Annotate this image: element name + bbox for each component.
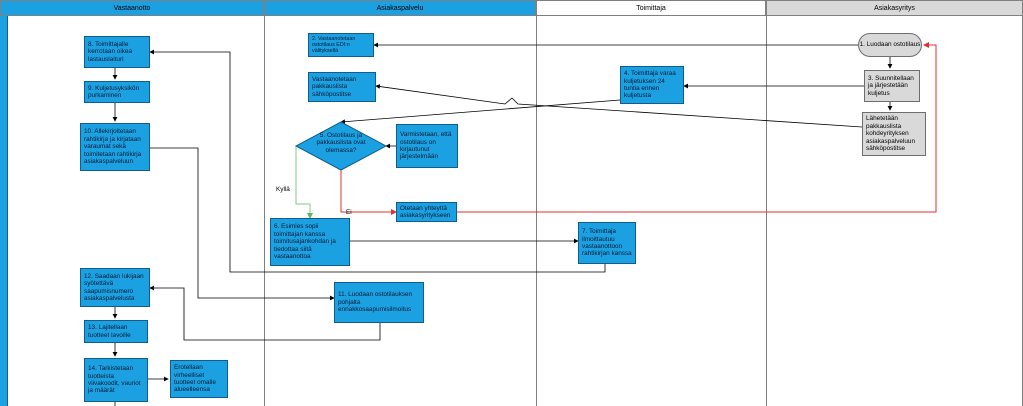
node-otetaan-yhteytta: Otetaan yhteyttä asiakasyritykseen — [396, 202, 457, 222]
edge-7-to-8 — [149, 49, 606, 273]
node-14-tarkistetaan: 14. Tarkistetaan tuotteista viivakoodit,… — [84, 358, 148, 402]
edge-3b-to-vastaanotetaan — [375, 84, 863, 128]
node-10-text: 10. Allekirjoitetaan rahtikirja ja kirja… — [84, 128, 142, 166]
edge-5-no-to-otetaan — [340, 170, 397, 215]
node-3b-lahetetaan: Lähetetään pakkauslista kohdeyrityksen a… — [862, 112, 926, 156]
edge-10-to-11 — [150, 147, 335, 301]
node-12-text: 12. Saadaan lukijaan syötettävä saapumis… — [84, 272, 144, 302]
node-erotellaan: Erotellaan virheelliset tuotteet omalle … — [170, 360, 228, 398]
node-1-luodaan-ostotilaus: 1. Luodaan ostotilaus — [858, 33, 922, 57]
edge-otetaan-to-1 — [457, 42, 937, 213]
node-otetaan-text: Otetaan yhteyttä asiakasyritykseen — [400, 204, 451, 219]
node-erotellaan-text: Erotellaan virheelliset tuotteet omalle … — [174, 364, 216, 394]
node-4-text: 4. Toimittaja varaa kuljetuksen 24 tunti… — [624, 70, 676, 100]
edge-4-to-5 — [340, 99, 621, 125]
left-accent-bar — [0, 16, 8, 406]
node-varmistetaan-text: Varmistetaan, että ostotilaus on kirjaut… — [400, 131, 452, 161]
node-vastaanotetaan-pakkauslista: Vastaanotetaan pakkauslista sähköpostits… — [308, 72, 376, 102]
node-3b-text: Lähetetään pakkauslista kohdeyrityksen a… — [866, 115, 916, 153]
node-vastaanotetaan-text: Vastaanotetaan pakkauslista sähköpostits… — [312, 75, 357, 98]
node-5-text: 5. Ostotilaus ja pakkauslista ovat olema… — [316, 132, 366, 154]
lane-header-asiakaspalvelu: Asiakaspalvelu — [264, 0, 536, 16]
node-9-text: 9. Kuljetusyksikön purkaminen — [88, 84, 140, 99]
node-7-text: 7. Toimittaja ilmoittautuu vastaanottoon… — [582, 228, 632, 258]
node-12-saadaan-lukijaan: 12. Saadaan lukijaan syötettävä saapumis… — [80, 268, 150, 307]
node-8-toimittajalle-kerrotaan: 8. Toimittajalle kerrotaan oikea lastaus… — [84, 36, 150, 68]
lane-divider — [536, 0, 537, 406]
node-6-text: 6. Esimies sopii toimittajan kanssa toim… — [274, 223, 336, 261]
node-2-vastaanotetaan-edi: 2. Vastaanotetaan ostotilaus EDI:n välit… — [308, 33, 374, 57]
edge-5-yes-to-6 — [295, 146, 313, 219]
node-4-toimittaja-varaa: 4. Toimittaja varaa kuljetuksen 24 tunti… — [620, 66, 684, 104]
node-2-text: 2. Vastaanotetaan ostotilaus EDI:n välit… — [312, 35, 356, 55]
node-8-text: 8. Toimittajalle kerrotaan oikea lastaus… — [88, 40, 133, 63]
node-13-text: 13. Lajitellaan tuotteet lavoille — [88, 324, 131, 339]
node-13-lajitellaan: 13. Lajitellaan tuotteet lavoille — [84, 320, 148, 343]
edge-11-to-12 — [149, 285, 381, 341]
lane-divider — [264, 0, 265, 406]
edge-label-yes: Kyllä — [276, 186, 290, 193]
node-7-toimittaja-ilmoittautuu: 7. Toimittaja ilmoittautuu vastaanottoon… — [578, 222, 636, 264]
lane-header-vastaanotto: Vastaanotto — [0, 0, 264, 16]
node-14-text: 14. Tarkistetaan tuotteista viivakoodit,… — [88, 365, 141, 395]
node-3-text: 3. Suunnitellaan ja järjestetään kuljetu… — [868, 74, 914, 97]
node-6-esimies-sopii: 6. Esimies sopii toimittajan kanssa toim… — [270, 218, 350, 266]
decision-diamond-5 — [294, 121, 388, 171]
node-9-kuljetusyksikon-purkaminen: 9. Kuljetusyksikön purkaminen — [84, 81, 150, 103]
node-10-allekirjoitetaan: 10. Allekirjoitetaan rahtikirja ja kirja… — [80, 123, 150, 171]
node-3-suunnitellaan: 3. Suunnitellaan ja järjestetään kuljetu… — [864, 70, 920, 102]
node-1-text: 1. Luodaan ostotilaus — [859, 41, 921, 49]
node-11-luodaan-ennakko: 11. Luodaan ostotilauksen pohjalta ennak… — [334, 282, 424, 323]
node-11-text: 11. Luodaan ostotilauksen pohjalta ennak… — [338, 291, 413, 314]
lane-divider — [766, 0, 767, 406]
edge-label-no: Ei — [346, 209, 352, 216]
node-varmistetaan: Varmistetaan, että ostotilaus on kirjaut… — [396, 124, 458, 168]
